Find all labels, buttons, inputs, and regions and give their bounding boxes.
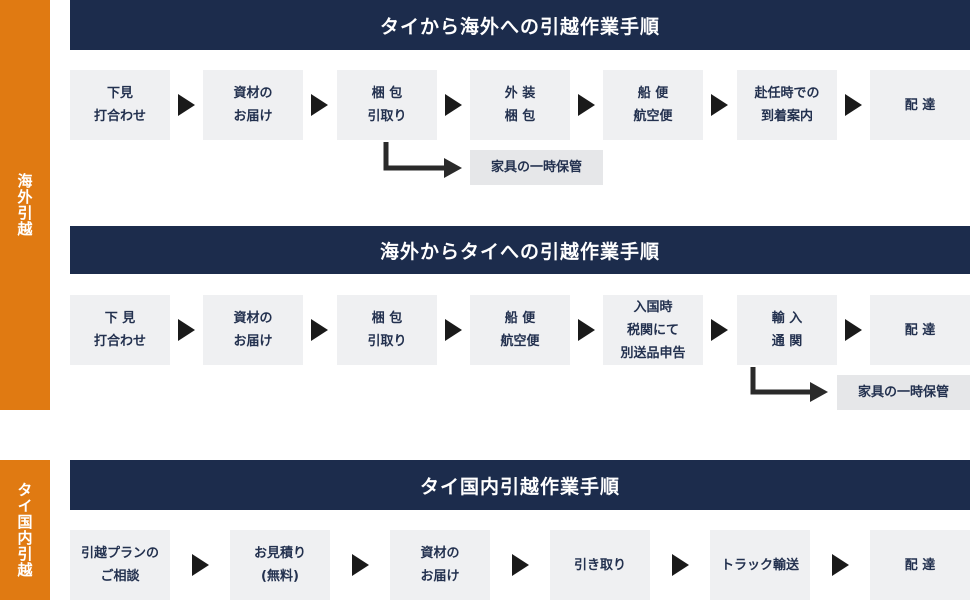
step-import-customs: 輸 入 通 関 (737, 295, 837, 365)
section-title-overseas-to-thai: 海外からタイへの引越作業手順 (70, 226, 970, 274)
flow-arrow (192, 554, 209, 576)
step-delivery: 配 達 (870, 70, 970, 140)
step-materials-delivery: 資材の お届け (390, 530, 490, 600)
step-pickup: 引き取り (550, 530, 650, 600)
flow-arrow (845, 319, 862, 341)
flow-arrow (672, 554, 689, 576)
flow-arrow (832, 554, 849, 576)
step-furniture-storage: 家具の一時保管 (470, 150, 603, 185)
step-arrival-guidance: 赴任時での 到着案内 (737, 70, 837, 140)
flow-arrow (711, 319, 728, 341)
section-title-thai-to-overseas: タイから海外への引越作業手順 (70, 0, 970, 50)
step-survey: 下見 打合わせ (70, 70, 170, 140)
flow-arrow (178, 319, 195, 341)
step-furniture-storage: 家具の一時保管 (837, 375, 970, 410)
section-title-domestic: タイ国内引越作業手順 (70, 460, 970, 510)
step-shipping: 船 便 航空便 (470, 295, 570, 365)
flow-arrow (445, 94, 462, 116)
step-survey: 下 見 打合わせ (70, 295, 170, 365)
flow-arrow (711, 94, 728, 116)
step-delivery: 配 達 (870, 295, 970, 365)
flow-arrow (178, 94, 195, 116)
step-delivery: 配 達 (870, 530, 970, 600)
step-free-estimate: お見積り (無料) (230, 530, 330, 600)
step-materials-delivery: 資材の お届け (203, 295, 303, 365)
flow-arrow (578, 319, 595, 341)
flow-arrow (445, 319, 462, 341)
flow-arrow (578, 94, 595, 116)
step-exterior-packing: 外 装 梱 包 (470, 70, 570, 140)
side-label-overseas: 海外引越 (0, 0, 50, 410)
step-plan-consultation: 引越プランの ご相談 (70, 530, 170, 600)
step-truck-transport: トラック輸送 (710, 530, 810, 600)
side-label-overseas-text: 海外引越 (15, 173, 34, 237)
side-label-domestic-text: タイ国内引越 (15, 482, 34, 578)
flow-arrow (512, 554, 529, 576)
step-packing-pickup: 梱 包 引取り (337, 295, 437, 365)
flow-arrow (311, 94, 328, 116)
step-customs-declaration: 入国時 税関にて 別送品申告 (603, 295, 703, 365)
flow-arrow (845, 94, 862, 116)
flow-arrow (352, 554, 369, 576)
step-materials-delivery: 資材の お届け (203, 70, 303, 140)
step-packing-pickup: 梱 包 引取り (337, 70, 437, 140)
step-shipping: 船 便 航空便 (603, 70, 703, 140)
flow-arrow (311, 319, 328, 341)
side-label-domestic: タイ国内引越 (0, 460, 50, 600)
